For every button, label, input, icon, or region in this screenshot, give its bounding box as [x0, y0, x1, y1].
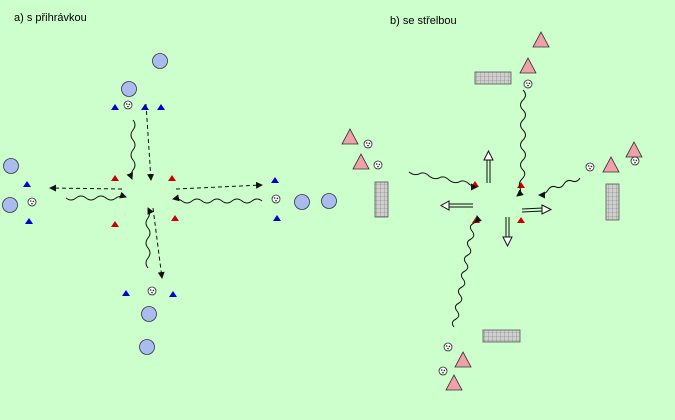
cone-icon [157, 104, 165, 110]
cone-icon [517, 182, 525, 188]
part-b-players [341, 31, 643, 391]
part-a-players [2, 53, 337, 355]
player-triangle-icon [532, 31, 550, 48]
dribble-arrow-icon [65, 191, 127, 201]
ball-icon [438, 366, 448, 376]
cone-icon [472, 217, 480, 223]
cone-icon [122, 290, 130, 296]
pass-arrow-icon [175, 181, 263, 190]
dribble-arrow-icon [516, 89, 526, 197]
ball-icon [373, 160, 383, 170]
cone-icon [23, 181, 31, 187]
player-circle-icon [2, 197, 18, 213]
cone-icon [271, 177, 279, 183]
goal-icon [482, 329, 521, 343]
player-circle-icon [141, 306, 157, 322]
ball-icon [123, 100, 133, 110]
player-triangle-icon [352, 153, 370, 170]
dribble-arrow-icon [172, 194, 263, 204]
player-triangle-icon [602, 156, 620, 173]
pass-arrow-icon [49, 184, 123, 192]
player-circle-icon [152, 53, 168, 69]
player-triangle-icon [454, 351, 472, 368]
goal-icon [605, 183, 620, 221]
cone-icon [517, 217, 525, 223]
dribble-arrow-icon [538, 177, 581, 199]
ball-icon [271, 194, 281, 204]
ball-icon [147, 286, 157, 296]
goal-icon [474, 71, 512, 85]
ball-icon [630, 156, 640, 166]
ball-icon [585, 162, 595, 172]
run-arrow-icon [483, 149, 494, 183]
part-b-goals [374, 71, 620, 343]
run-arrow-icon [502, 217, 513, 248]
player-triangle-icon [445, 374, 463, 391]
goal-icon [374, 181, 389, 218]
player-circle-icon [3, 158, 19, 174]
ball-icon [27, 197, 37, 207]
run-arrow-icon [439, 200, 473, 211]
part-b-moves [408, 89, 581, 328]
player-circle-icon [294, 194, 310, 210]
cone-icon [111, 221, 119, 227]
cone-icon [141, 104, 149, 110]
dribble-arrow-icon [126, 119, 136, 180]
player-circle-icon [321, 193, 337, 209]
player-triangle-icon [625, 141, 643, 158]
dribble-arrow-icon [451, 215, 482, 328]
ball-icon [443, 342, 453, 352]
dribble-arrow-icon [145, 207, 154, 269]
player-circle-icon [139, 339, 155, 355]
part-a-balls [27, 100, 281, 296]
cone-icon [169, 291, 177, 297]
player-triangle-icon [341, 128, 359, 145]
cone-icon [273, 215, 281, 221]
dribble-arrow-icon [408, 171, 478, 191]
pass-arrow-icon [145, 103, 155, 181]
cone-icon [111, 175, 119, 181]
cone-icon [168, 175, 176, 181]
ball-icon [523, 79, 533, 89]
pass-arrow-icon [152, 207, 165, 279]
part-a-label: a) s přihrávkou [14, 12, 87, 24]
ball-icon [363, 139, 373, 149]
player-circle-icon [121, 81, 137, 97]
cone-icon [111, 104, 119, 110]
part-b-cones [471, 181, 525, 223]
part-a-cones [23, 104, 281, 297]
player-triangle-icon [519, 57, 537, 74]
part-a-moves [49, 103, 263, 279]
cone-icon [171, 215, 179, 221]
run-arrow-icon [521, 204, 553, 215]
cone-icon [25, 218, 33, 224]
part-b-label: b) se střelbou [390, 15, 457, 27]
